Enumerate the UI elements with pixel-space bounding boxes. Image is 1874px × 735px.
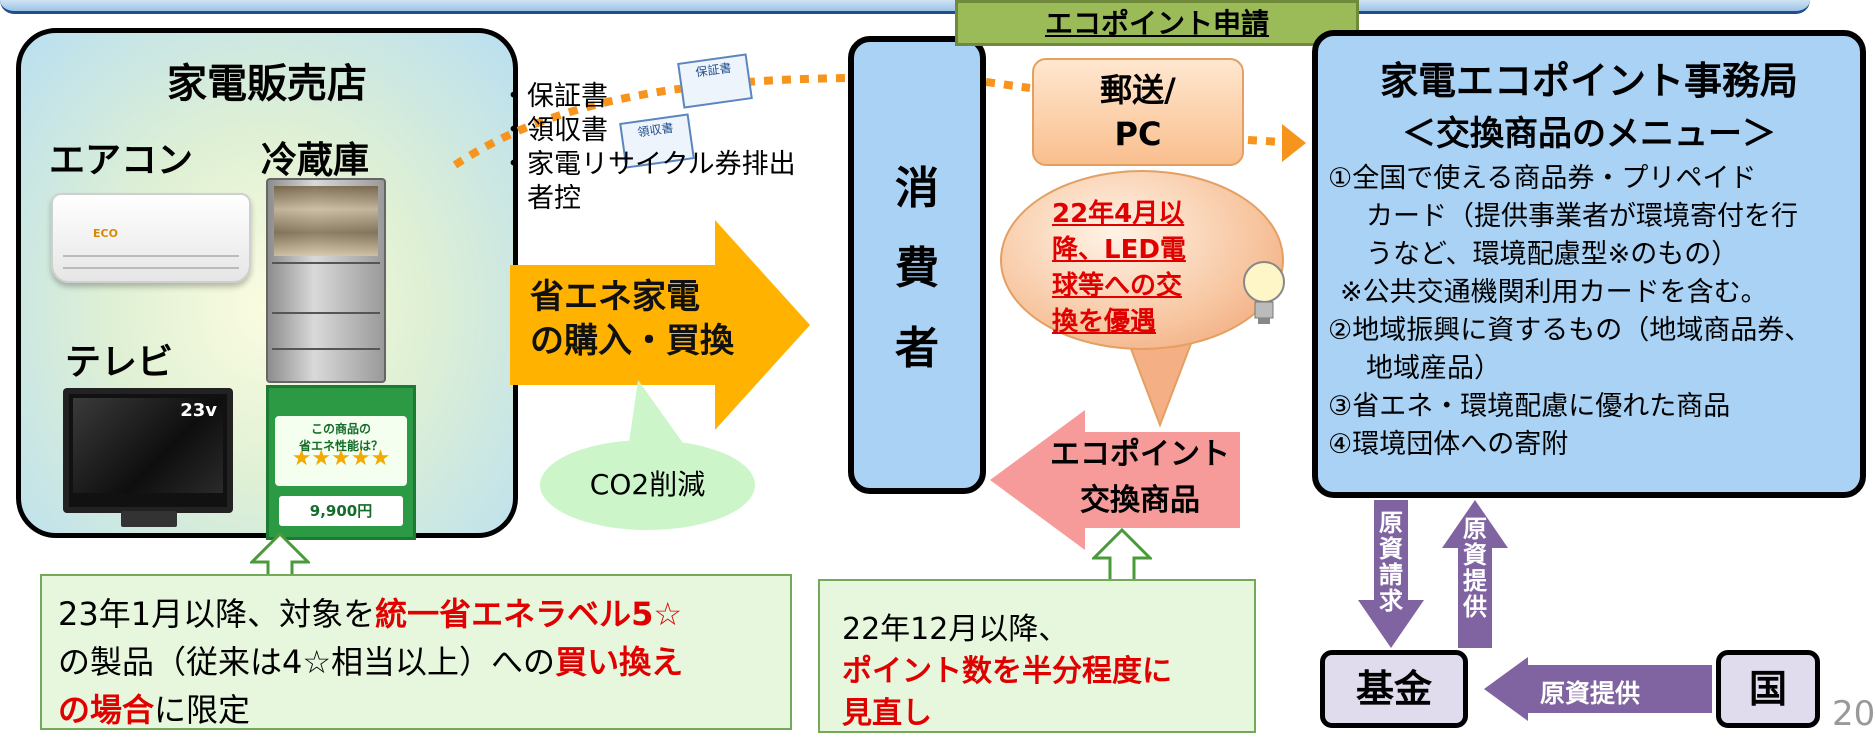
aircon-logo: ECO bbox=[93, 227, 118, 240]
nation-box: 国 bbox=[1716, 650, 1820, 728]
television-image: 23v bbox=[63, 388, 233, 513]
ecopoint-bureau-box: 家電エコポイント事務局 ＜交換商品のメニュー＞ ①全国で使える商品券・プリペイド… bbox=[1312, 30, 1866, 498]
light-bulb-icon bbox=[1243, 261, 1285, 324]
note2-highlight: ポイント数を半分程度に bbox=[842, 654, 1172, 689]
menu-item: ④環境団体への寄附 bbox=[1328, 429, 1569, 460]
exchange-menu-heading: ＜交換商品のメニュー＞ bbox=[1402, 114, 1776, 154]
mail-method-line1: 郵送/ bbox=[1100, 71, 1176, 109]
note1-highlight: 買い換え bbox=[555, 643, 684, 681]
document-item: ・家電リサイクル券排出 bbox=[500, 149, 796, 180]
consumer-box: 消 費 者 bbox=[848, 36, 986, 494]
fund-provide-up-arrow bbox=[1442, 500, 1508, 648]
purchase-arrow-line1: 省エネ家電 bbox=[530, 277, 700, 317]
tv-size-text: 23v bbox=[180, 400, 217, 421]
warranty-icon-label: 保証書 bbox=[694, 60, 733, 80]
consumer-char: 者 bbox=[895, 323, 939, 374]
required-documents-list: ・保証書 ・領収書 ・家電リサイクル券排出 者控 bbox=[500, 80, 796, 216]
note-label-change: 23年1月以降、対象を統一省エネラベル5☆ の製品（従来は4☆相当以上）への買い… bbox=[40, 574, 792, 730]
menu-item: ①全国で使える商品券・プリペイド bbox=[1328, 163, 1757, 194]
ecopoint-return-arrow bbox=[990, 410, 1240, 550]
document-item: ・領収書 bbox=[500, 115, 608, 146]
note1-highlight: の場合 bbox=[58, 691, 155, 729]
menu-item: うなど、環境配慮型※のもの） bbox=[1366, 239, 1739, 270]
document-item: ・保証書 bbox=[500, 81, 608, 112]
fund-provide-left-text: 原資提供 bbox=[1540, 679, 1641, 708]
ecopoint-application-banner: エコポイント申請 bbox=[955, 0, 1359, 46]
menu-item: ②地域振興に資するもの（地域商品券、 bbox=[1328, 315, 1812, 346]
menu-item: カード（提供事業者が環境寄付を行 bbox=[1366, 201, 1798, 232]
consumer-char: 費 bbox=[895, 243, 939, 294]
energy-label-line2: 省エネ性能は？ bbox=[298, 439, 383, 453]
store-title: 家電販売店 bbox=[167, 61, 367, 107]
energy-label-price: 9,900円 bbox=[279, 496, 403, 526]
note2-text: 22年12月以降、 bbox=[842, 612, 1069, 647]
note1-text: 23年1月以降、対象を bbox=[58, 595, 376, 633]
bureau-title: 家電エコポイント事務局 bbox=[1379, 59, 1798, 103]
eco-items-line1: エコポイント bbox=[1050, 437, 1230, 472]
note2-highlight: 見直し bbox=[842, 696, 932, 731]
fund-provide-up-text: 原資提供 bbox=[1463, 515, 1487, 621]
ecopoint-return-text: エコポイント 交換商品 bbox=[1040, 432, 1240, 524]
mail-pc-box: 郵送/ PC bbox=[1032, 58, 1244, 166]
fund-request-text: 原資請求 bbox=[1379, 509, 1403, 615]
led-priority-text: 22年4月以 降、LED電 球等への交 換を優遇 bbox=[1052, 196, 1242, 340]
fund-request-arrow bbox=[1358, 500, 1424, 648]
note1-highlight: 統一省エネラベル5☆ bbox=[375, 595, 683, 633]
fund-provide-left-arrow bbox=[1484, 657, 1712, 721]
exchange-menu-list: ①全国で使える商品券・プリペイド カード（提供事業者が環境寄付を行 うなど、環境… bbox=[1328, 160, 1852, 464]
led-priority-bubble bbox=[1000, 170, 1284, 350]
fridge-label: 冷蔵庫 bbox=[261, 140, 370, 181]
document-item: 者控 bbox=[500, 183, 581, 214]
fund-box: 基金 bbox=[1320, 650, 1468, 728]
note-point-review: 22年12月以降、 ポイント数を半分程度に 見直し bbox=[818, 579, 1256, 733]
refrigerator-image bbox=[266, 178, 386, 383]
purchase-arrow bbox=[510, 220, 810, 430]
note1-text: に限定 bbox=[154, 691, 251, 729]
menu-item: ※公共交通機関利用カードを含む。 bbox=[1340, 277, 1768, 308]
aircon-label: エアコン bbox=[49, 140, 194, 181]
energy-label-image: この商品の 省エネ性能は？ ★★★★★ 9,900円 bbox=[266, 385, 416, 540]
purchase-arrow-line2: の購入・買換 bbox=[530, 321, 734, 361]
tv-stand bbox=[121, 511, 177, 527]
note1-text: の製品（従来は4☆相当以上）への bbox=[58, 643, 556, 681]
consumer-char: 消 bbox=[895, 163, 939, 214]
energy-label-stars: ★★★★★ bbox=[291, 446, 391, 471]
energy-label-line1: この商品の bbox=[310, 422, 371, 436]
menu-item: ③省エネ・環境配慮に優れた商品 bbox=[1328, 391, 1731, 422]
priority-line: 降、LED電 bbox=[1052, 235, 1186, 265]
appliance-store-box: 家電販売店 エアコン 冷蔵庫 テレビ ECO 23v この商品の 省エネ性能は？… bbox=[16, 28, 518, 540]
eco-items-line2: 交換商品 bbox=[1080, 483, 1200, 518]
priority-line: 換を優遇 bbox=[1052, 307, 1157, 337]
mail-method-line2: PC bbox=[1114, 115, 1162, 153]
priority-line: 球等への交 bbox=[1052, 271, 1183, 301]
air-conditioner-image: ECO bbox=[51, 193, 251, 283]
menu-item: 地域産品） bbox=[1366, 353, 1501, 384]
co2-bubble-tail bbox=[628, 380, 688, 450]
co2-reduction-bubble: CO2削減 bbox=[540, 440, 755, 530]
tv-label: テレビ bbox=[65, 342, 174, 383]
purchase-arrow-text: 省エネ家電 の購入・買換 bbox=[530, 275, 740, 363]
priority-line: 22年4月以 bbox=[1052, 199, 1185, 229]
page-number: 20 bbox=[1832, 694, 1874, 734]
